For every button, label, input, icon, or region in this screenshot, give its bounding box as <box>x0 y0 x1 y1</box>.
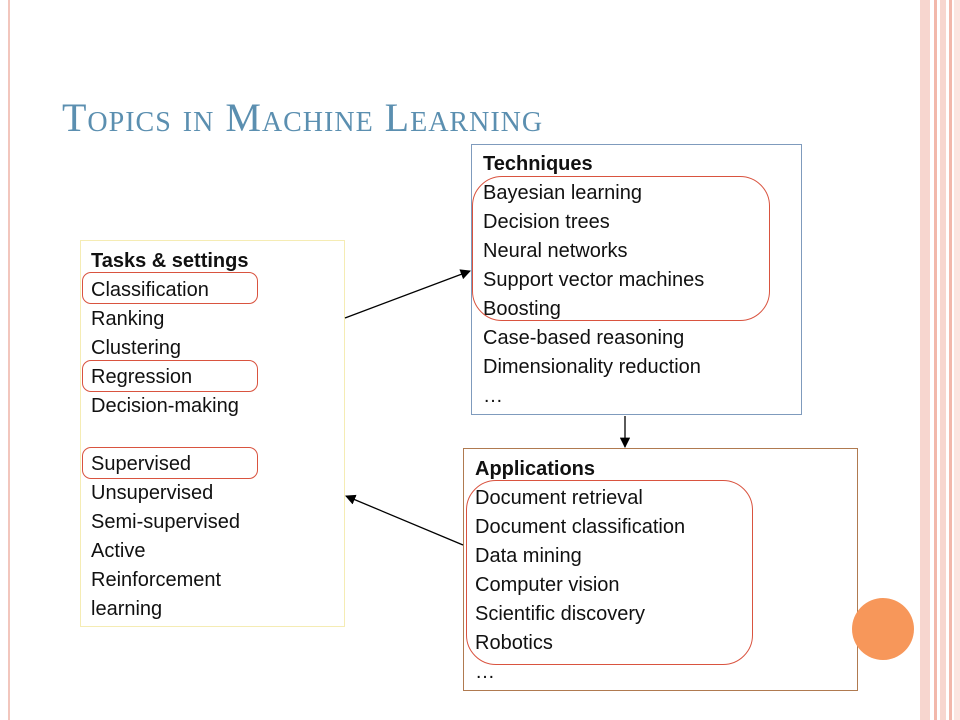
technique-item-decision-trees: Decision trees <box>483 211 610 233</box>
task-item-regression: Regression <box>91 366 193 388</box>
application-item-data-mining: Data mining <box>475 545 582 567</box>
technique-item-neural-networks: Neural networks <box>483 240 628 262</box>
arrow-tasks-to-techniques <box>344 269 471 319</box>
application-item-document-retrieval: Document retrieval <box>475 487 643 509</box>
techniques-heading: Techniques <box>483 153 593 175</box>
setting-item-reinforcement: Reinforcement <box>91 569 222 591</box>
task-item-ranking: Ranking <box>91 308 165 330</box>
right-decorative-stripes <box>920 0 960 720</box>
accent-dot <box>852 598 914 660</box>
task-item-clustering: Clustering <box>91 337 182 359</box>
task-item-classification: Classification <box>91 279 209 301</box>
technique-item-boosting: Boosting <box>483 298 561 320</box>
tasks-settings-box: Tasks & settings Classification Ranking … <box>80 240 345 627</box>
setting-item-active: Active <box>91 540 146 562</box>
application-item-computer-vision: Computer vision <box>475 574 620 596</box>
technique-item-svm: Support vector machines <box>483 269 705 291</box>
application-item-scientific-discovery: Scientific discovery <box>475 603 646 625</box>
setting-item-learning: learning <box>91 598 163 620</box>
task-item-decision-making: Decision-making <box>91 395 239 417</box>
slide-title: Topics in Machine Learning <box>62 95 544 140</box>
technique-item-case-based-reasoning: Case-based reasoning <box>483 327 685 349</box>
left-decorative-rule <box>8 0 10 720</box>
arrow-applications-to-tasks <box>345 494 464 546</box>
setting-item-semi-supervised: Semi-supervised <box>91 511 240 533</box>
setting-item-supervised: Supervised <box>91 453 192 475</box>
technique-item-dimensionality-reduction: Dimensionality reduction <box>483 356 701 378</box>
tasks-heading: Tasks & settings <box>91 250 249 272</box>
setting-item-unsupervised: Unsupervised <box>91 482 214 504</box>
application-item-ellipsis: … <box>475 661 495 683</box>
application-item-document-classification: Document classification <box>475 516 686 538</box>
applications-heading: Applications <box>475 458 596 480</box>
technique-item-bayesian-learning: Bayesian learning <box>483 182 642 204</box>
applications-box: Applications Document retrieval Document… <box>463 448 858 691</box>
techniques-box: Techniques Bayesian learning Decision tr… <box>471 144 802 415</box>
application-item-robotics: Robotics <box>475 632 553 654</box>
technique-item-ellipsis: … <box>483 385 503 407</box>
